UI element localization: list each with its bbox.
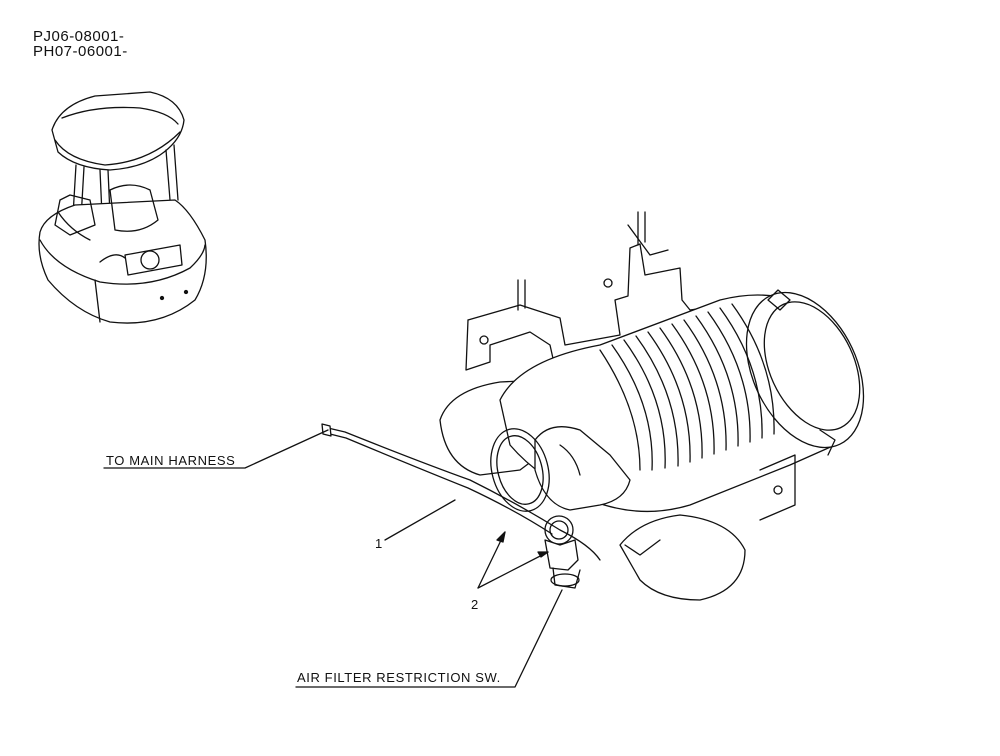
machine-overview-illustration bbox=[38, 91, 207, 324]
air-cleaner-assembly bbox=[439, 211, 865, 601]
switch-leader bbox=[295, 589, 563, 688]
serial-range-2: PH07-06001- bbox=[33, 43, 128, 60]
callout-to-main-harness: TO MAIN HARNESS bbox=[106, 453, 236, 468]
harness-leader bbox=[103, 429, 329, 469]
part-2-leader-b bbox=[477, 551, 549, 589]
part-2-arrow-a bbox=[496, 531, 506, 543]
leader-lines bbox=[103, 429, 563, 688]
part-1-leader bbox=[384, 499, 456, 541]
callout-air-filter-restriction-switch: AIR FILTER RESTRICTION SW. bbox=[297, 670, 501, 685]
part-number-1: 1 bbox=[375, 536, 383, 551]
serial-range-1: PJ06-08001- bbox=[33, 28, 125, 45]
part-2-arrow-b bbox=[537, 551, 549, 558]
part-number-2: 2 bbox=[471, 597, 479, 612]
